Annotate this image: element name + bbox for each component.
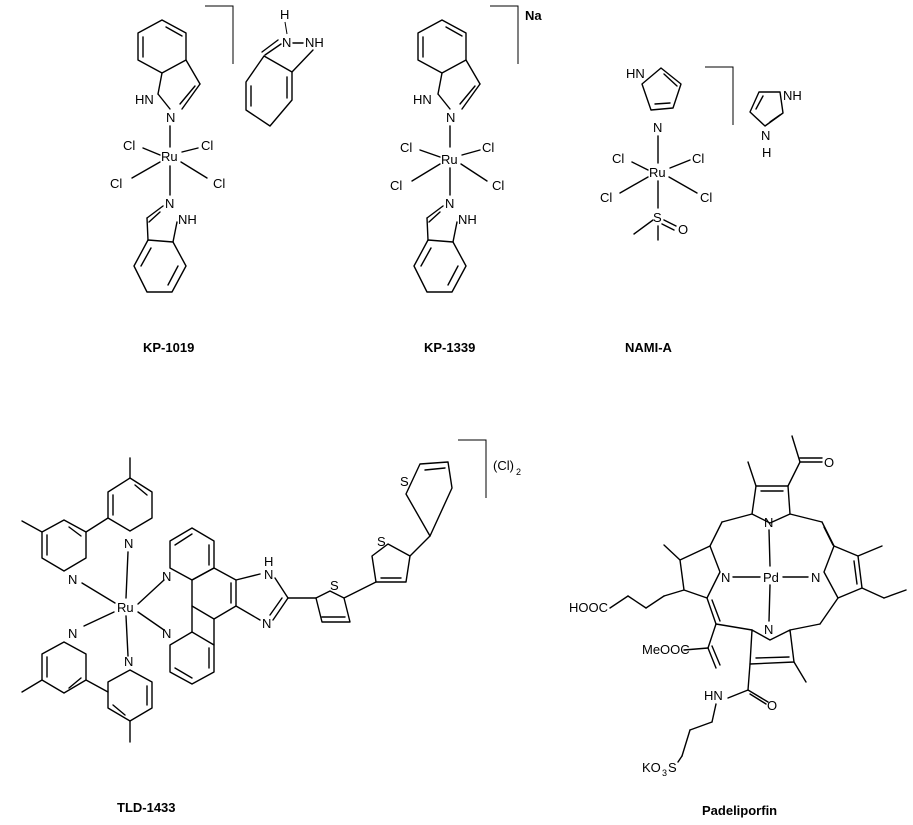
kp1019-hn-top: HN (135, 92, 154, 107)
padeliporfin-ring-left (679, 545, 721, 599)
tld1433-phen-ring-3 (169, 631, 215, 685)
tld1433-n-a: N (124, 536, 133, 551)
kp1019-top-benzene (137, 19, 187, 74)
padeliporfin-hn: HN (704, 688, 723, 703)
caption-padeliporfin: Padeliporfin (702, 803, 777, 818)
nami-a-cl-4: Cl (700, 190, 712, 205)
nami-a-cl-1: Cl (612, 151, 624, 166)
nami-a-s: S (653, 210, 662, 225)
nami-a-cation-n: N (761, 128, 770, 143)
caption-kp1019: KP-1019 (143, 340, 194, 355)
nami-a-cation-nh: NH (783, 88, 802, 103)
kp1339-n-bottom: N (445, 196, 454, 211)
kp1339-counter-ion: Na (525, 8, 542, 23)
kp1019-cl-1: Cl (123, 138, 135, 153)
tld1433-thiophene-3 (405, 461, 453, 537)
kp1019-cl-4: Cl (213, 176, 225, 191)
tld1433-ru: Ru (117, 600, 134, 615)
kp1339-cl-3: Cl (390, 178, 402, 193)
padeliporfin-pyrrole-right (823, 545, 863, 599)
tld1433-imid-h: H (264, 554, 273, 569)
kp1339-n-top: N (446, 110, 455, 125)
padeliporfin-ko: KO (642, 760, 661, 775)
kp1339-cl-2: Cl (482, 140, 494, 155)
padeliporfin-n-bottom: N (764, 622, 773, 637)
nami-a-structure: HN N Ru Cl Cl Cl Cl S O NH N H (600, 66, 802, 241)
kp1019-nh-bottom: NH (178, 212, 197, 227)
tld1433-n-d: N (124, 654, 133, 669)
kp1019-n-top: N (166, 110, 175, 125)
tld1433-structure: N N Ru N N N N (21, 439, 521, 743)
tld1433-n-c: N (68, 626, 77, 641)
tld1433-s-3: S (400, 474, 409, 489)
tld1433-counter-ion: (Cl) (493, 458, 514, 473)
kp1019-cl-2: Cl (201, 138, 213, 153)
tld1433-imid-n: N (262, 616, 271, 631)
kp1019-cation-n: N (282, 35, 291, 50)
padeliporfin-pyrrole-bottom (749, 629, 795, 665)
padeliporfin-o-acetyl: O (824, 455, 834, 470)
tld1433-n-f: N (162, 626, 171, 641)
padeliporfin-n-right: N (811, 570, 820, 585)
tld1433-imid-nh: N (264, 567, 273, 582)
tld1433-s-1: S (330, 578, 339, 593)
kp1019-cation-nh: NH (305, 35, 324, 50)
tld1433-s-2: S (377, 534, 386, 549)
kp1339-nh-bottom: NH (458, 212, 477, 227)
nami-a-cation-ring (749, 91, 784, 127)
kp1019-cl-3: Cl (110, 176, 122, 191)
kp1019-ru: Ru (161, 149, 178, 164)
nami-a-cl-2: Cl (692, 151, 704, 166)
kp1019-cation-h: H (280, 7, 289, 22)
tld1433-n-e: N (162, 569, 171, 584)
tld1433-pyridine-c (41, 641, 87, 694)
tld1433-pyridine-b (41, 519, 87, 572)
tld1433-thiophene-2 (371, 543, 411, 583)
tld1433-pyridine-d (107, 669, 153, 722)
padeliporfin-pyrrole-top (751, 485, 791, 524)
tld1433-n-b: N (68, 572, 77, 587)
caption-kp1339: KP-1339 (424, 340, 475, 355)
kp1339-structure: HN N Ru Cl Cl Cl Cl N NH Na (390, 5, 542, 293)
padeliporfin-o-amide: O (767, 698, 777, 713)
nami-a-hn: HN (626, 66, 645, 81)
tld1433-phen-ring-2 (191, 567, 237, 620)
padeliporfin-n-left: N (721, 570, 730, 585)
kp1019-bottom-benzene (133, 239, 187, 293)
kp1339-ru: Ru (441, 152, 458, 167)
padeliporfin-ko-sub: 3 (662, 768, 667, 778)
padeliporfin-s: S (668, 760, 677, 775)
padeliporfin-meooc: MeOOC (642, 642, 690, 657)
kp1019-structure: HN N Ru Cl Cl Cl Cl N NH H N NH (110, 5, 324, 293)
caption-nami-a: NAMI-A (625, 340, 673, 355)
nami-a-imidazole (641, 67, 682, 111)
nami-a-o: O (678, 222, 688, 237)
padeliporfin-pd: Pd (763, 570, 779, 585)
tld1433-counter-ion-sub: 2 (516, 467, 521, 477)
kp1019-cation-benzene (245, 55, 293, 127)
tld1433-pyridine-a (107, 477, 153, 532)
kp1019-n-bottom: N (165, 196, 174, 211)
kp1339-cl-1: Cl (400, 140, 412, 155)
tld1433-thiophene-1 (315, 590, 351, 623)
caption-tld1433: TLD-1433 (117, 800, 176, 815)
nami-a-ru: Ru (649, 165, 666, 180)
nami-a-n: N (653, 120, 662, 135)
kp1339-hn-top: HN (413, 92, 432, 107)
padeliporfin-structure: Pd N N N N O HOOC (569, 435, 907, 778)
kp1339-top-benzene (417, 19, 467, 74)
nami-a-cation-h: H (762, 145, 771, 160)
nami-a-cl-3: Cl (600, 190, 612, 205)
padeliporfin-hooc: HOOC (569, 600, 608, 615)
kp1339-bottom-benzene (413, 239, 467, 293)
kp1339-cl-4: Cl (492, 178, 504, 193)
